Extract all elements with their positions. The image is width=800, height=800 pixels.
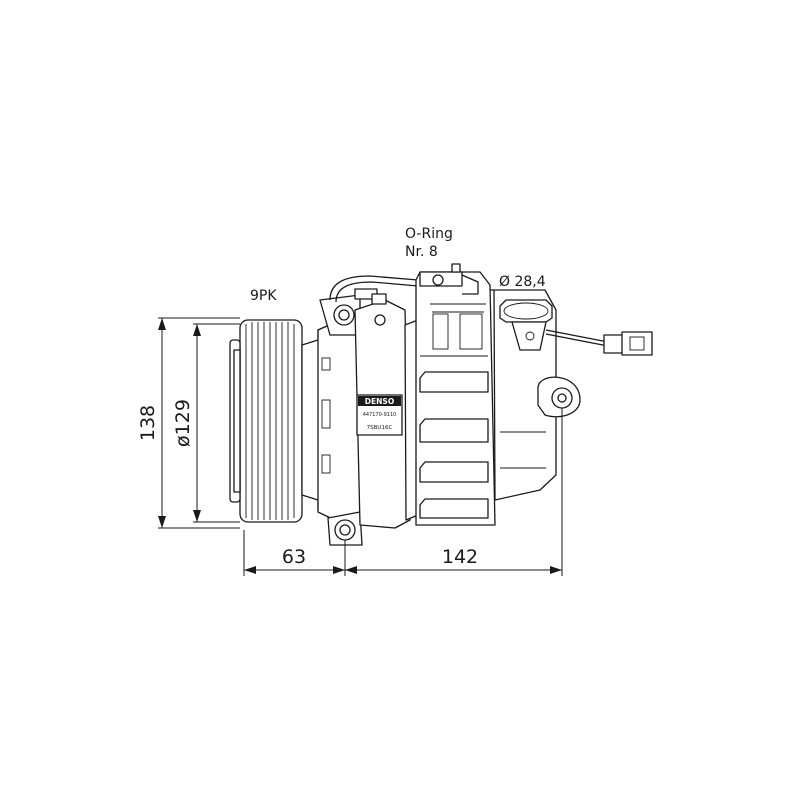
compressor-body: DENSO 447170-9110 7SBU16C xyxy=(354,299,419,529)
pulley-grooves xyxy=(245,322,295,520)
discharge-housing xyxy=(489,289,581,501)
pulley-diameter-label: ø129 xyxy=(172,399,194,447)
oring-label-line2: Nr. 8 xyxy=(405,244,438,260)
port-diameter-label: Ø 28,4 xyxy=(499,274,546,290)
belt-type-label: 9PK xyxy=(250,288,277,304)
dimension-pulley-diameter: ø129 xyxy=(172,323,240,523)
nameplate-brand: DENSO xyxy=(365,397,394,406)
nameplate-brand-bar xyxy=(358,396,401,406)
front-housing xyxy=(301,317,361,526)
body-length-label: 142 xyxy=(442,546,478,568)
oring-label-line1: O-Ring xyxy=(405,226,453,242)
dimension-height: 138 xyxy=(137,317,240,529)
pulley xyxy=(229,319,303,523)
pulley-offset-label: 63 xyxy=(282,546,306,568)
nameplate-model: 7SBU16C xyxy=(367,425,393,431)
nameplate-part-number: 447170-9110 xyxy=(363,412,397,418)
electrical-connector xyxy=(545,329,653,356)
height-label: 138 xyxy=(137,405,159,441)
dimension-pulley-offset: 63 xyxy=(243,530,346,576)
wiring-top xyxy=(329,275,419,326)
rear-housing xyxy=(415,263,496,526)
discharge-port xyxy=(499,299,553,323)
dimension-body-length: 142 xyxy=(345,408,563,576)
